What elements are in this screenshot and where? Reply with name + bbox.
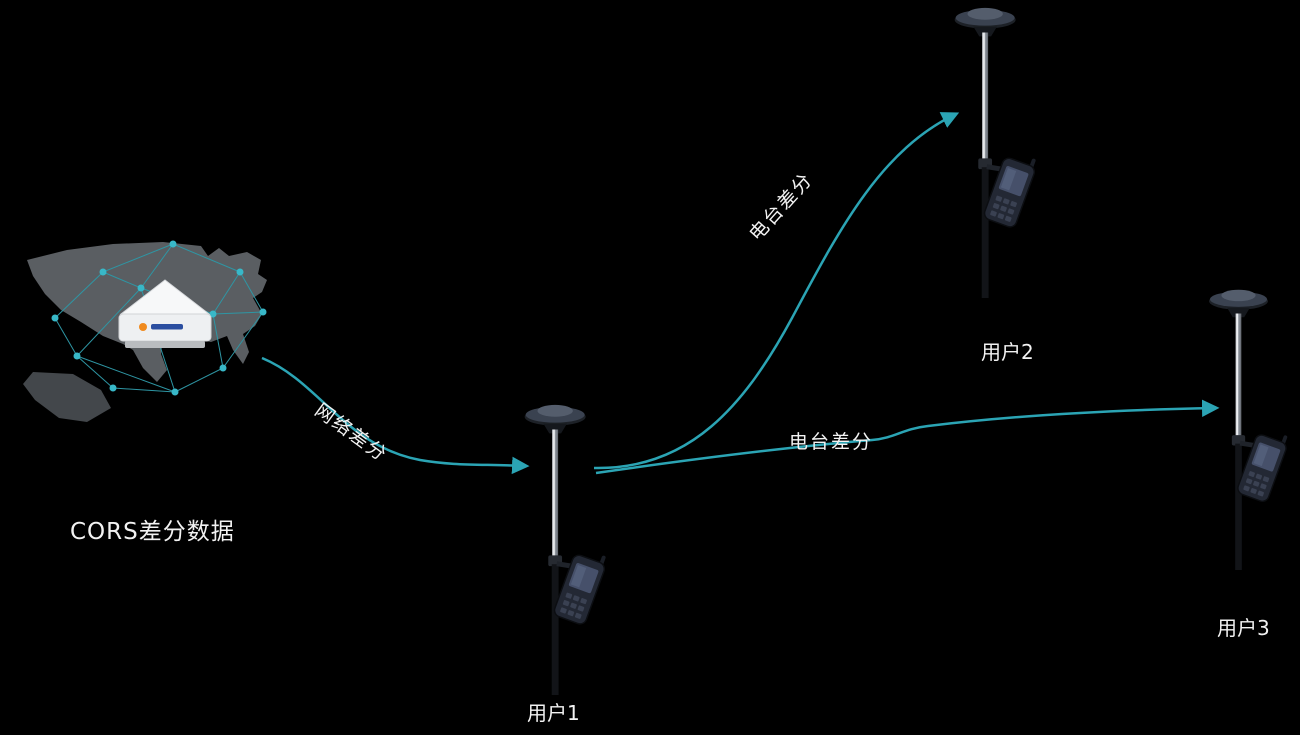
- arrow-network-diff: [261, 356, 530, 475]
- base-receiver-icon: [118, 279, 212, 348]
- rover-user1: [495, 400, 635, 695]
- rover-user3: [1178, 285, 1300, 570]
- arrow-radio-to-user3: [595, 399, 1220, 475]
- cors-source-label: CORS差分数据: [70, 519, 235, 545]
- user1-label: 用户1: [527, 701, 580, 725]
- mexico-map: [23, 372, 111, 422]
- cors-mesh-nodes: [51, 240, 267, 396]
- receiver-logo: [139, 323, 183, 331]
- cors-base-station: [23, 240, 267, 422]
- user3-label: 用户3: [1217, 616, 1270, 640]
- user2-label: 用户2: [981, 340, 1034, 364]
- rover-user2: [925, 3, 1065, 298]
- link-label-radio-user3: 电台差分: [789, 431, 874, 453]
- arrow-radio-to-user2: [593, 112, 960, 470]
